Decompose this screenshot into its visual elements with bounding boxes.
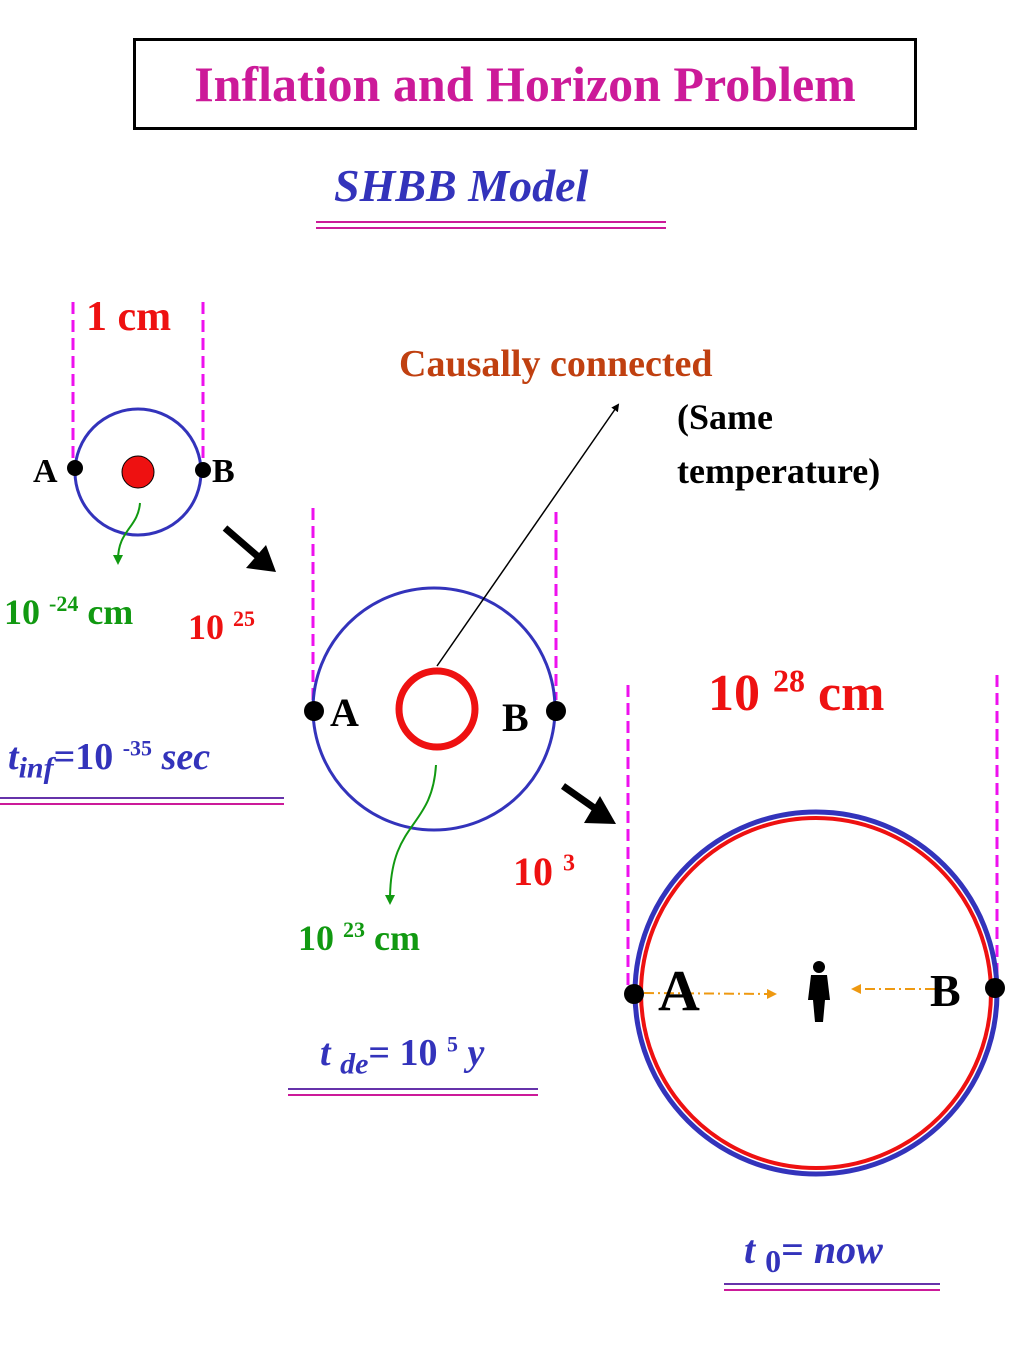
subtitle-underline xyxy=(316,221,666,229)
expansion-arrow-1 xyxy=(222,525,276,572)
stage3-label-a: A xyxy=(658,958,700,1023)
stage1-inner-size: 10 -24 cm xyxy=(4,591,134,632)
expansion2-factor: 10 3 xyxy=(513,849,575,894)
causal-pointer-line xyxy=(436,403,620,667)
stage3-point-a xyxy=(624,984,644,1004)
stage2-group xyxy=(288,403,620,1096)
light-ray-from-a xyxy=(643,988,777,999)
stage3-time-label: t 0= now xyxy=(744,1227,883,1279)
stage1-size-arrow xyxy=(113,502,141,565)
stage2-time-label: t de= 10 5 y xyxy=(320,1031,485,1081)
stage2-label-a: A xyxy=(330,690,359,735)
same-temperature-line2: temperature) xyxy=(677,451,881,491)
stage1-point-b xyxy=(195,462,211,478)
stage2-inner-size: 10 23 cm xyxy=(298,917,420,958)
stage2-size-arrow xyxy=(385,764,437,905)
stage2-point-b xyxy=(546,701,566,721)
stage3-label-b: B xyxy=(930,965,961,1016)
page-title: Inflation and Horizon Problem xyxy=(194,56,856,112)
stage1-time-label: tinf=10 -35 sec xyxy=(8,735,211,785)
stage2-label-b: B xyxy=(502,695,529,740)
stage1-point-a xyxy=(67,460,83,476)
expansion-arrow-2 xyxy=(560,783,616,824)
stage2-point-a xyxy=(304,701,324,721)
stage2-causal-region xyxy=(395,667,479,751)
causal-label: Causally connected xyxy=(399,343,713,385)
stage3-size-label: 10 28 cm xyxy=(708,662,885,722)
subtitle: SHBB Model xyxy=(334,160,589,211)
expansion1-factor: 10 25 xyxy=(188,606,255,647)
stage1-label-b: B xyxy=(212,453,235,490)
same-temperature-line1: (Same xyxy=(677,397,773,437)
stage3-point-b xyxy=(985,978,1005,998)
stage1-size-label: 1 cm xyxy=(86,294,172,340)
stage1-group xyxy=(0,302,284,805)
stage1-label-a: A xyxy=(33,453,58,490)
stage3-group xyxy=(624,675,1005,1291)
observer-icon xyxy=(808,961,830,1022)
stage1-causal-region xyxy=(121,455,155,489)
title-box: Inflation and Horizon Problem xyxy=(133,38,917,130)
